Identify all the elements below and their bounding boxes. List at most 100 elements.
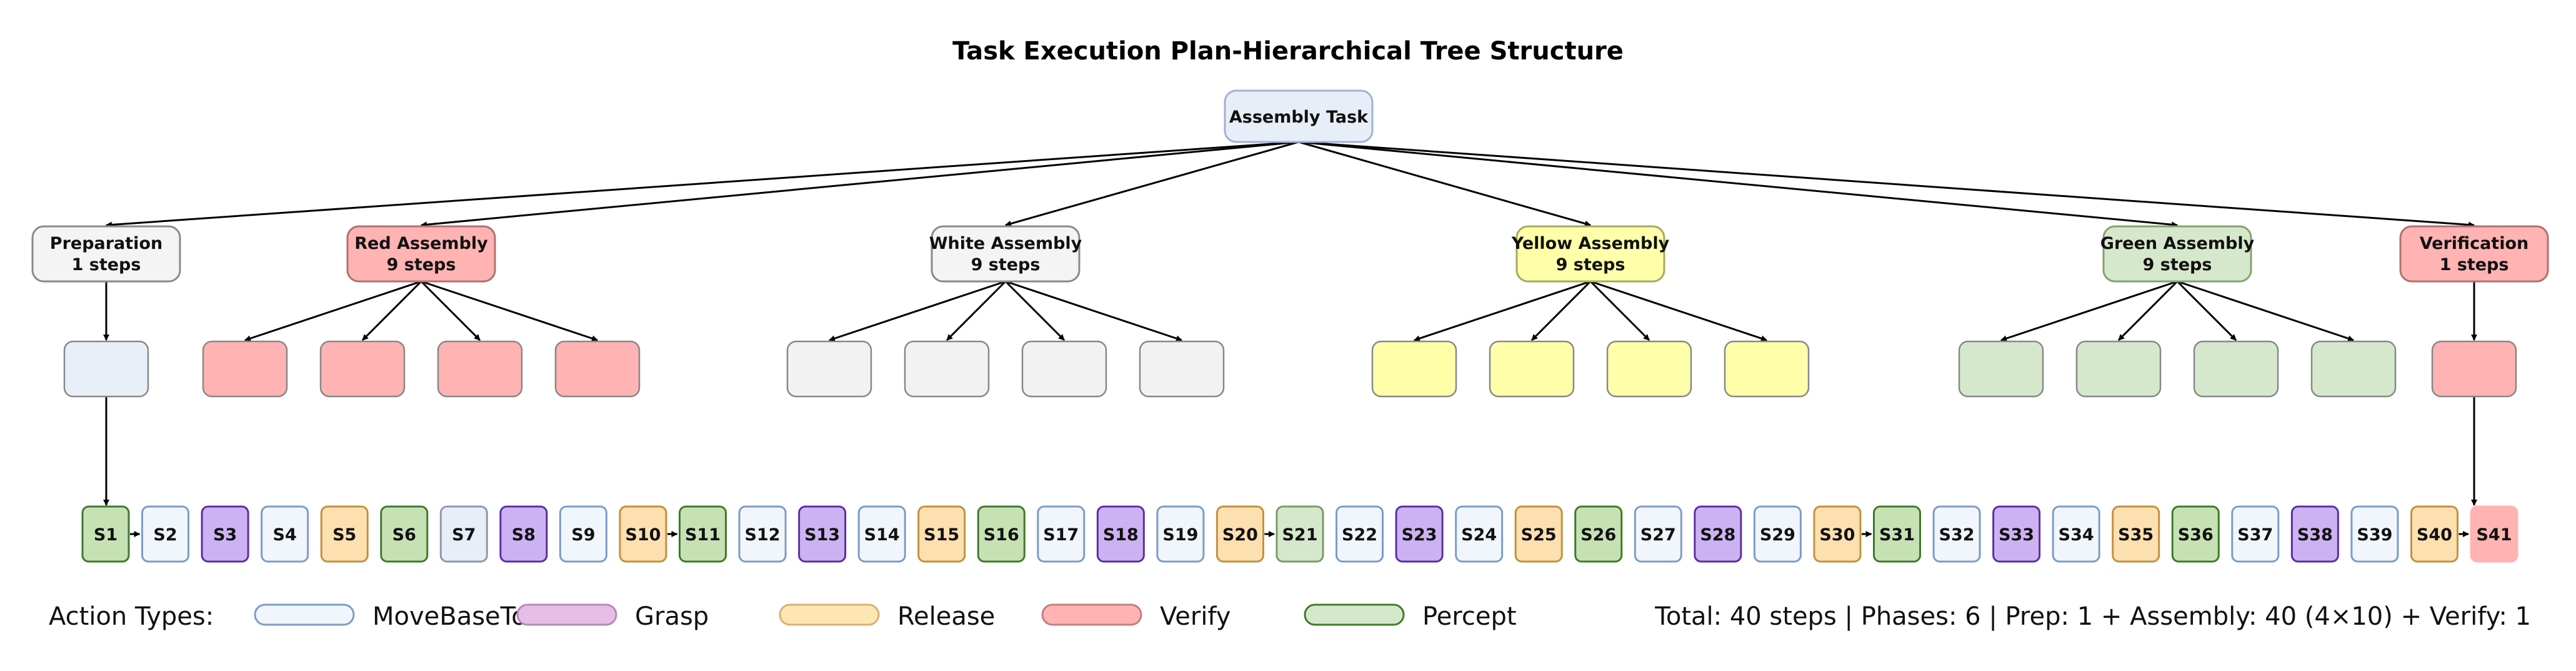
step-label: S1 xyxy=(94,525,117,545)
step-node-s26[interactable]: S26 xyxy=(1574,505,1623,563)
step-node-s30[interactable]: S30 xyxy=(1813,505,1862,563)
phase-child-node[interactable] xyxy=(63,340,149,398)
legend: Action Types: Total: 40 steps | Phases: … xyxy=(49,602,2531,631)
phase-child-node[interactable] xyxy=(1489,340,1575,398)
step-box xyxy=(320,505,369,563)
legend-item-label: Release xyxy=(897,602,995,631)
phase-child-node[interactable] xyxy=(1724,340,1810,398)
step-node-s5[interactable]: S5 xyxy=(320,505,369,563)
edge-root-to-phase xyxy=(421,141,1299,228)
step-node-s39[interactable]: S39 xyxy=(2350,505,2399,563)
step-box xyxy=(2290,505,2339,563)
step-node-s11[interactable]: S11 xyxy=(679,505,727,563)
step-node-s25[interactable]: S25 xyxy=(1514,505,1563,563)
phase-child-node[interactable] xyxy=(1371,340,1457,398)
phase-child-node[interactable] xyxy=(1958,340,2044,398)
step-node-s24[interactable]: S24 xyxy=(1455,505,1504,563)
step-label: S27 xyxy=(1640,525,1676,545)
step-node-s3[interactable]: S3 xyxy=(201,505,249,563)
phase-child-node[interactable] xyxy=(2310,340,2397,398)
step-label: S29 xyxy=(1760,525,1795,545)
legend-item: Release xyxy=(779,602,995,631)
phase-child-node[interactable] xyxy=(786,340,872,398)
phase-child-node[interactable] xyxy=(2193,340,2279,398)
step-node-s8[interactable]: S8 xyxy=(499,505,548,563)
step-node-s23[interactable]: S23 xyxy=(1395,505,1444,563)
step-node-s22[interactable]: S22 xyxy=(1335,505,1384,563)
step-node-s27[interactable]: S27 xyxy=(1634,505,1682,563)
edge-phase-to-child xyxy=(2117,280,2179,341)
legend-swatch xyxy=(516,603,617,626)
step-node-s18[interactable]: S18 xyxy=(1096,505,1145,563)
step-node-s4[interactable]: S4 xyxy=(261,505,309,563)
step-node-s12[interactable]: S12 xyxy=(738,505,787,563)
phase-child-node[interactable] xyxy=(554,340,641,398)
step-node-s16[interactable]: S16 xyxy=(977,505,1026,563)
phase-name: Yellow Assembly xyxy=(1511,234,1670,253)
phase-child-node[interactable] xyxy=(2431,340,2517,398)
step-node-s2[interactable]: S2 xyxy=(141,505,190,563)
step-node-s37[interactable]: S37 xyxy=(2231,505,2280,563)
step-node-s40[interactable]: S40 xyxy=(2410,505,2459,563)
phase-child-node[interactable] xyxy=(1606,340,1692,398)
step-node-s33[interactable]: S33 xyxy=(1992,505,2041,563)
edge-phase-to-child xyxy=(361,280,422,341)
phase-child-node[interactable] xyxy=(319,340,406,398)
step-node-s17[interactable]: S17 xyxy=(1037,505,1086,563)
step-node-s29[interactable]: S29 xyxy=(1753,505,1802,563)
edge-phase-to-child xyxy=(829,280,1006,341)
edge-phase-to-child xyxy=(421,280,598,341)
step-box xyxy=(1335,505,1384,563)
step-node-s13[interactable]: S13 xyxy=(798,505,847,563)
step-label: S19 xyxy=(1162,525,1198,545)
step-node-s36[interactable]: S36 xyxy=(2171,505,2220,563)
step-box xyxy=(1395,505,1444,563)
edge-phase-to-child xyxy=(946,280,1007,341)
step-node-s35[interactable]: S35 xyxy=(2112,505,2160,563)
step-node-s38[interactable]: S38 xyxy=(2290,505,2339,563)
step-node-s28[interactable]: S28 xyxy=(1694,505,1742,563)
tree-edges xyxy=(103,141,2477,537)
legend-item-label: Verify xyxy=(1160,602,1231,631)
step-label: S18 xyxy=(1103,525,1139,545)
phase-child-node[interactable] xyxy=(2075,340,2162,398)
step-node-s15[interactable]: S15 xyxy=(917,505,966,563)
step-node-s14[interactable]: S14 xyxy=(857,505,906,563)
step-node-s7[interactable]: S7 xyxy=(439,505,488,563)
step-node-s20[interactable]: S20 xyxy=(1216,505,1264,563)
step-node-s10[interactable]: S10 xyxy=(619,505,667,563)
step-box xyxy=(439,505,488,563)
step-node-s32[interactable]: S32 xyxy=(1932,505,1981,563)
step-label: S24 xyxy=(1461,525,1497,545)
step-node-s1[interactable]: S1 xyxy=(81,505,130,563)
phase-child-node[interactable] xyxy=(1021,340,1107,398)
step-node-s6[interactable]: S6 xyxy=(380,505,429,563)
step-node-s41[interactable]: S41 xyxy=(2470,505,2519,563)
step-node-s19[interactable]: S19 xyxy=(1156,505,1205,563)
step-node-s31[interactable]: S31 xyxy=(1873,505,1921,563)
phase-child-node[interactable] xyxy=(202,340,288,398)
step-label: S38 xyxy=(2297,525,2333,545)
step-node-s34[interactable]: S34 xyxy=(2052,505,2100,563)
step-label: S10 xyxy=(625,525,661,545)
step-node-s9[interactable]: S9 xyxy=(559,505,607,563)
root-node[interactable]: Assembly Task xyxy=(1224,89,1374,143)
edge-root-to-phase xyxy=(1298,141,1591,227)
step-label: S11 xyxy=(685,525,721,545)
step-box xyxy=(977,505,1026,563)
step-label: S12 xyxy=(745,525,781,545)
phase-child-node[interactable] xyxy=(437,340,523,398)
step-node-s21[interactable]: S21 xyxy=(1276,505,1324,563)
legend-item: Percept xyxy=(1304,602,1517,631)
phase-child-node[interactable] xyxy=(904,340,990,398)
edge-phase-to-child xyxy=(244,280,422,341)
step-box xyxy=(679,505,727,563)
phase-child-node[interactable] xyxy=(1139,340,1225,398)
